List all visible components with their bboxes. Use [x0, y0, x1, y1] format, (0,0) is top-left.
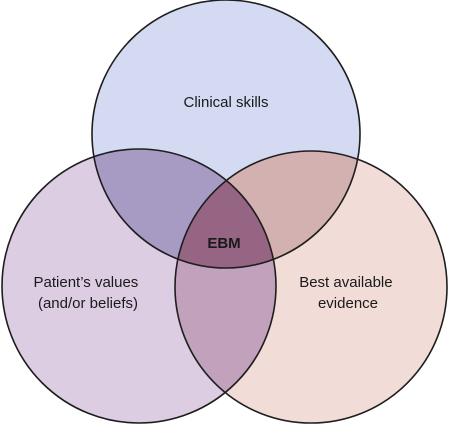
best-evidence-outline	[174, 150, 448, 424]
clinical-skills-outline	[91, 0, 361, 269]
best-evidence-label: Best available evidence	[299, 274, 397, 312]
ebm-center-label: EBM	[207, 235, 240, 252]
patients-values-outline	[1, 148, 277, 424]
overlap-all-three	[175, 151, 276, 268]
clinical-skills-label: Clinical skills	[183, 94, 268, 111]
patients-values-label: Patient’s values (and/or beliefs)	[34, 274, 143, 312]
